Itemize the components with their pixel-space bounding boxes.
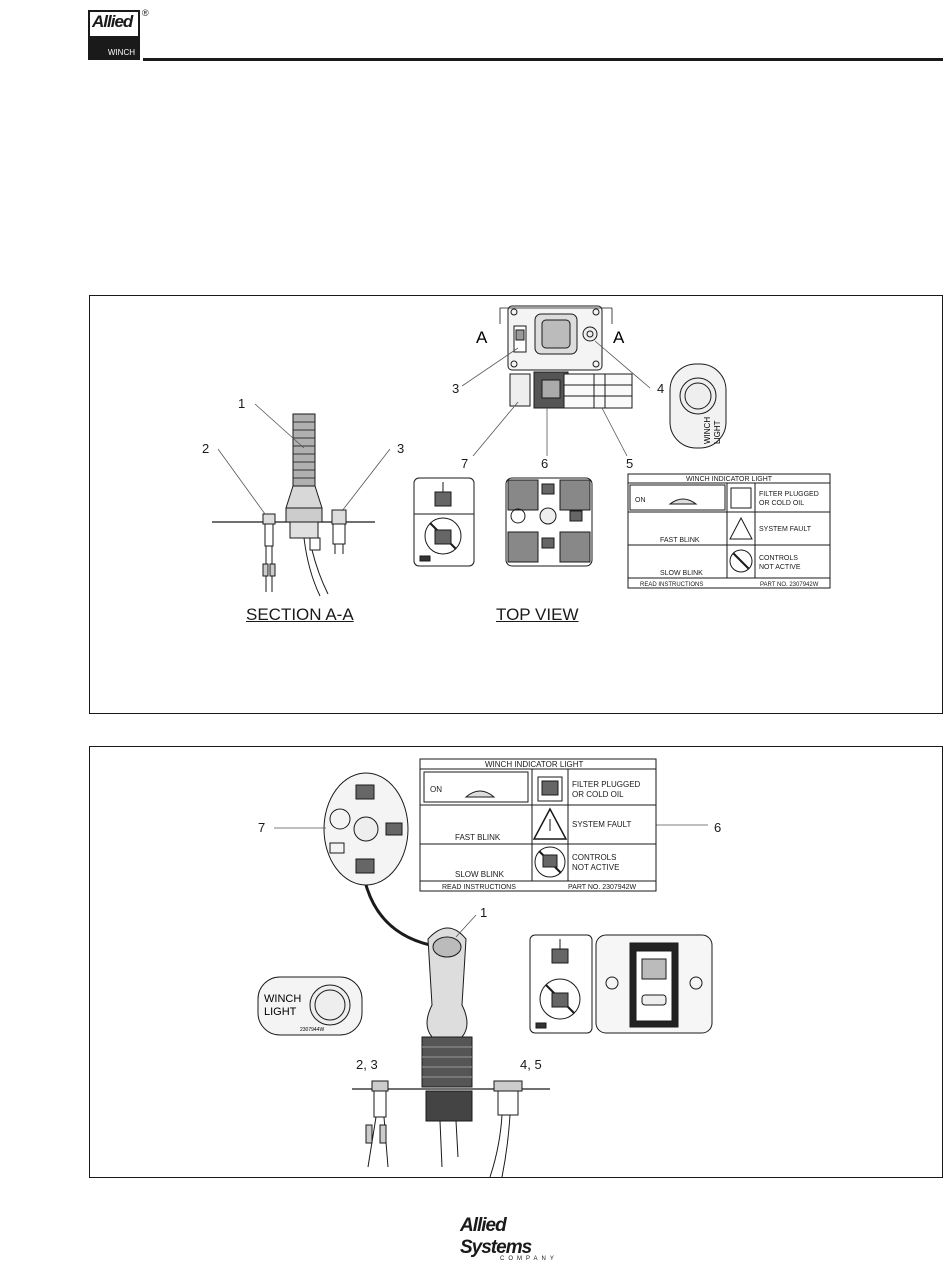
small-decal-filter2: OR COLD OIL	[759, 500, 804, 507]
large-decal-slow: SLOW BLINK	[455, 870, 505, 879]
callout-6: 6	[541, 456, 548, 471]
logo-text-winch: WINCH	[107, 48, 135, 57]
figure-panel-section-top-view: A A WINCH LIGHT	[89, 295, 943, 714]
section-a-a-drawing	[212, 413, 375, 597]
callout-4-5-p2: 4, 5	[520, 1057, 542, 1072]
caption-top-view: TOP VIEW	[496, 605, 579, 624]
large-decal-controls: CONTROLS	[572, 853, 616, 862]
registered-mark: ®	[142, 8, 149, 18]
callout-4: 4	[657, 381, 664, 396]
callout-7: 7	[461, 456, 468, 471]
large-decal-fault: SYSTEM FAULT	[572, 820, 632, 829]
callout-6-p2: 6	[714, 820, 721, 835]
callout-3-top: 3	[452, 381, 459, 396]
small-decal-title: WINCH INDICATOR LIGHT	[686, 476, 773, 483]
figure1-drawing: A A WINCH LIGHT	[202, 305, 831, 597]
winch-light-label-vertical-2: LIGHT	[713, 420, 722, 444]
callout-2: 2	[202, 441, 209, 456]
small-decal-on: ON	[635, 497, 646, 504]
section-marker-left: A	[476, 328, 488, 347]
large-decal-controls2: NOT ACTIVE	[572, 863, 619, 872]
small-decal-part: PART NO. 2307942W	[760, 582, 819, 588]
large-decal-part: PART NO. 2307942W	[568, 884, 636, 891]
indicator-decal-small	[627, 473, 831, 589]
indicator-decal-large	[419, 758, 657, 892]
callout-3-section: 3	[397, 441, 404, 456]
small-decal-controls: CONTROLS	[759, 555, 798, 562]
figure-panel-installation: WINCH INDICATOR LIGHT ON FAST BLINK SLOW…	[89, 746, 943, 1178]
joystick-decal-6	[505, 477, 593, 567]
footer-logo: Allied Systems COMPANY	[460, 1215, 580, 1262]
small-decal-filter: FILTER PLUGGED	[759, 491, 819, 498]
section-marker-right: A	[613, 328, 625, 347]
small-decal-fast: FAST BLINK	[660, 537, 700, 544]
large-decal-read: READ INSTRUCTIONS	[442, 884, 516, 891]
callout-1-p2: 1	[480, 905, 487, 920]
large-decal-filter2: OR COLD OIL	[572, 790, 624, 799]
callout-2-3-p2: 2, 3	[356, 1057, 378, 1072]
large-decal-title: WINCH INDICATOR LIGHT	[485, 760, 583, 769]
large-decal-fast: FAST BLINK	[455, 833, 501, 842]
small-decal-slow: SLOW BLINK	[660, 570, 703, 577]
logo-text-allied: Allied	[92, 12, 133, 31]
large-decal-filter: FILTER PLUGGED	[572, 780, 641, 789]
allied-winch-logo: Allied WINCH ®	[88, 8, 149, 60]
callout-7-p2: 7	[258, 820, 265, 835]
joystick-grip-decal	[323, 772, 409, 886]
winch-light-button-front	[257, 976, 363, 1036]
small-decal-fault: SYSTEM FAULT	[759, 526, 812, 533]
winch-light-label-vertical: WINCH	[703, 417, 712, 444]
footer-company-suffix: COMPANY	[500, 1256, 558, 1262]
winch-light-part: 2307944W	[300, 1027, 324, 1033]
joystick-drawing	[352, 927, 550, 1178]
callout-5: 5	[626, 456, 633, 471]
joystick-decal-front	[529, 934, 593, 1034]
small-decal-controls2: NOT ACTIVE	[759, 564, 801, 571]
rocker-switch-plate	[595, 934, 713, 1034]
large-decal-on: ON	[430, 785, 442, 794]
footer-company-name: Allied Systems	[460, 1215, 532, 1258]
caption-section-a-a: SECTION A-A	[246, 605, 354, 624]
winch-light-line2: LIGHT	[264, 1006, 297, 1018]
joystick-decal-7	[413, 477, 475, 567]
header-rule	[143, 58, 943, 61]
small-decal-read: READ INSTRUCTIONS	[640, 582, 703, 588]
winch-light-line1: WINCH	[264, 993, 301, 1005]
figure2-drawing: WINCH INDICATOR LIGHT ON FAST BLINK SLOW…	[257, 758, 721, 1178]
switch-panel-top-view	[499, 305, 633, 409]
winch-light-button-drawing	[669, 363, 727, 449]
callout-1: 1	[238, 396, 245, 411]
